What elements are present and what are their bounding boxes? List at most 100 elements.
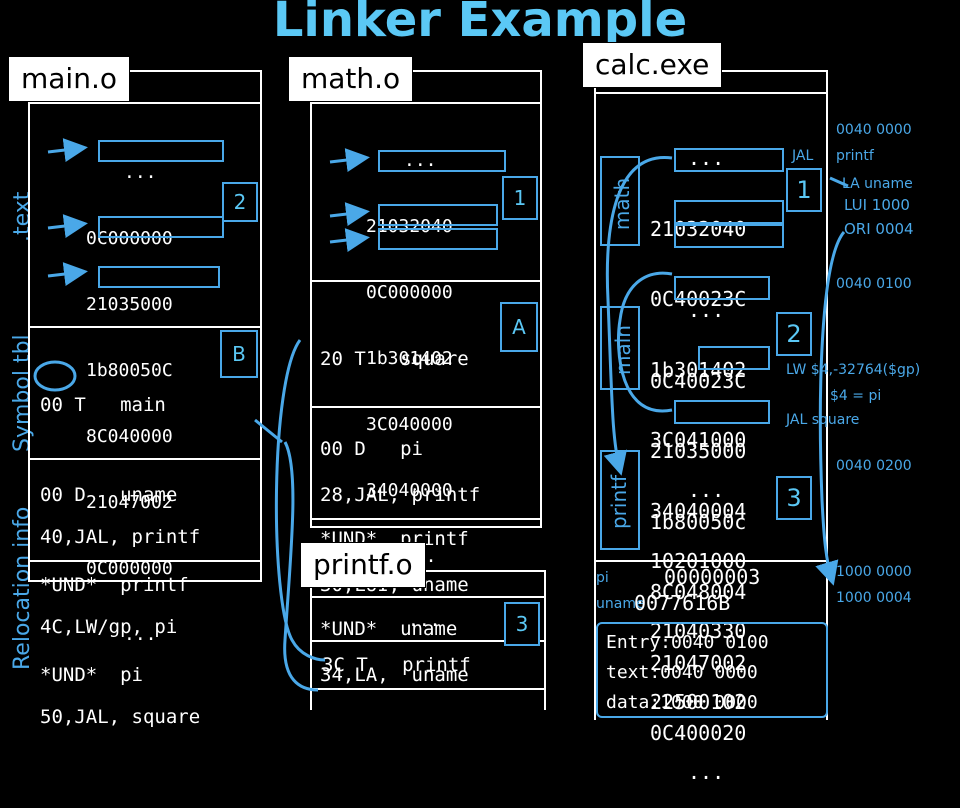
code-line: ... — [408, 610, 441, 631]
reloc-arrow — [47, 262, 88, 287]
main-panel-top-border — [28, 70, 262, 72]
calc-header-box: Entry:0040 0100 text:0040 0000 data:1000… — [596, 622, 828, 718]
highlight-box — [698, 346, 770, 370]
reloc-arrow — [329, 202, 370, 227]
main-reloc-badge: 2 — [222, 182, 258, 222]
highlight-box — [378, 204, 498, 226]
math-panel-divider — [310, 102, 542, 104]
pi-annotation: $4 = pi — [830, 388, 882, 404]
header-line: text:0040 0000 — [606, 662, 758, 683]
calc-panel-divider — [594, 560, 828, 562]
code-line: 1b301402 — [366, 348, 453, 369]
code-line: 21047002 — [650, 650, 747, 675]
reloc-row: 34,LA, uname — [320, 664, 469, 686]
printf-symbol-row: 3C T printf — [322, 654, 471, 676]
code-line: 0C000000 — [86, 228, 173, 249]
highlight-box — [378, 228, 498, 250]
symbol-row: 00 T main — [40, 394, 166, 416]
calc-panel-left-border — [594, 70, 596, 720]
math-panel-divider — [310, 518, 542, 520]
symbol-row: 20 T square — [320, 348, 469, 370]
data-value: 00000003 — [664, 565, 761, 589]
main-symbol-badge: B — [220, 330, 258, 378]
code-line: 3C040000 — [366, 414, 453, 435]
main-panel-divider — [28, 560, 262, 562]
math-group-label: math — [600, 156, 640, 246]
code-line: 0C000000 — [366, 282, 453, 303]
code-line: 8C048004 — [650, 580, 747, 604]
uname-circle — [33, 360, 77, 392]
connector-overlay — [33, 138, 849, 692]
calc-badge: 2 — [776, 312, 812, 356]
symbol-row: 00 D pi — [320, 438, 423, 460]
main-panel-divider — [28, 458, 262, 460]
code-line: 3C041000 — [650, 428, 747, 452]
reloc-row: 40,JAL, printf — [40, 526, 201, 548]
math-panel-left-border — [310, 70, 312, 528]
symbol-row: *UND* pi — [40, 664, 143, 686]
connector-curve — [274, 339, 326, 662]
calc-printf-code: ... 10201000 21040330 22500102 ... — [650, 432, 746, 808]
connector-curve — [815, 231, 846, 586]
math-panel-bottom-border — [310, 526, 542, 528]
math-relocation-info: 28,JAL, printf 30,LUI, uname 34,LA, unam… — [320, 420, 480, 720]
calc-exe-tab[interactable]: calc.exe — [582, 42, 723, 88]
symbol-row: *UND* printf — [40, 574, 189, 596]
code-line: ... — [688, 478, 725, 502]
lui-annotation: LUI 1000 — [844, 196, 910, 214]
printf-o-tab[interactable]: printf.o — [300, 542, 426, 588]
printf-panel-divider — [310, 640, 546, 642]
code-line: 34040000 — [366, 480, 453, 501]
printf-reloc-badge: 3 — [504, 602, 540, 646]
code-line: ... — [124, 624, 157, 645]
connector-curve — [603, 156, 673, 476]
main-text-section: ... 0C000000 21035000 1b80050C 8C040000 … — [86, 118, 173, 668]
reloc-row: 28,JAL, printf — [320, 484, 481, 506]
code-line: 10201000 — [650, 548, 747, 573]
address-annotation: 0040 0200 — [836, 458, 912, 474]
code-line: 1b80050C — [86, 360, 173, 381]
reloc-arrow — [47, 138, 88, 163]
main-o-tab[interactable]: main.o — [8, 56, 130, 102]
calc-badge: 3 — [776, 476, 812, 520]
connector-line — [829, 176, 849, 188]
highlight-box — [378, 150, 506, 172]
code-line: 22500102 — [650, 689, 747, 714]
reloc-row: 4C,LW/gp, pi — [40, 616, 178, 638]
code-line: 0C40023C — [650, 368, 747, 393]
reloc-arrow — [329, 148, 370, 173]
highlight-box — [98, 266, 220, 288]
math-panel-right-border — [540, 70, 542, 528]
code-line: ... — [688, 146, 725, 170]
highlight-box — [98, 216, 224, 238]
math-symbol-badge: A — [500, 302, 538, 352]
jal-annotation: JAL — [792, 148, 814, 164]
highlight-box — [674, 200, 784, 224]
data-address-annotation: 1000 0004 — [836, 590, 912, 606]
code-line: 21035000 — [86, 294, 173, 315]
math-reloc-badge: 1 — [502, 176, 538, 220]
calc-panel-right-border — [826, 70, 828, 720]
highlight-box — [98, 140, 224, 162]
code-line: 21032040 — [366, 216, 453, 237]
code-line: 8C040000 — [86, 426, 173, 447]
code-line: 34040004 — [650, 498, 747, 523]
connector-curve — [283, 441, 319, 692]
jal-square-annotation: JAL square — [786, 412, 860, 428]
printf-panel-divider — [310, 688, 546, 690]
highlight-box — [674, 276, 770, 300]
highlight-box — [674, 400, 770, 424]
header-line: Entry:0040 0100 — [606, 632, 769, 653]
math-panel-divider — [310, 406, 542, 408]
printf-annotation: printf — [836, 148, 874, 164]
ori-annotation: ORI 0004 — [844, 220, 914, 238]
la-uname-annotation: LA uname — [842, 176, 913, 192]
reloc-arrow — [47, 214, 88, 239]
data-value: 0077616B — [634, 591, 731, 615]
printf-panel-divider — [310, 596, 546, 598]
address-annotation: 0040 0000 — [836, 122, 912, 138]
calc-badge: 1 — [786, 168, 822, 212]
math-o-tab[interactable]: math.o — [288, 56, 414, 102]
highlight-box — [674, 224, 784, 248]
highlight-box — [674, 148, 784, 172]
